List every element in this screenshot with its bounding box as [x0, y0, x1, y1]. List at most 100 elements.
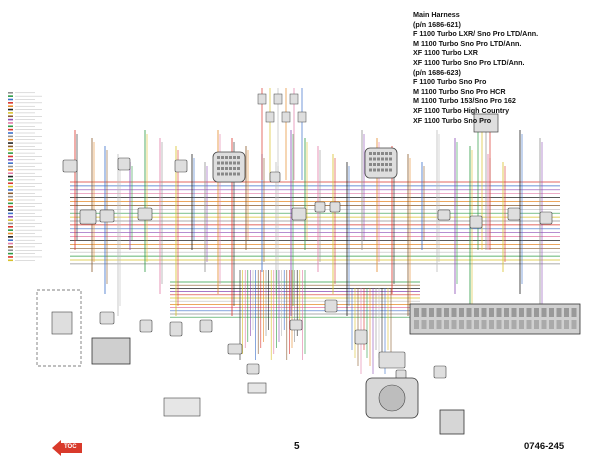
connector-group	[36, 93, 581, 435]
legend-swatch	[8, 98, 13, 101]
connector-pin	[373, 157, 376, 161]
legend-swatch	[8, 105, 13, 107]
small-connector	[227, 343, 243, 355]
connector-pin	[377, 168, 380, 172]
toc-button[interactable]: TOC	[52, 440, 82, 456]
small-connector	[324, 299, 338, 313]
connector-pin	[221, 167, 224, 170]
legend-swatch	[8, 152, 13, 154]
legend-swatch	[8, 112, 13, 114]
fuse-slot	[436, 308, 442, 317]
small-connector	[257, 93, 267, 105]
fuse-slot	[459, 320, 464, 329]
connector-pin	[229, 172, 232, 176]
label-box	[247, 382, 267, 394]
connector-pin	[389, 152, 392, 155]
small-connector	[139, 319, 153, 333]
small-connector	[314, 201, 326, 213]
fuse-slot	[429, 320, 434, 329]
small-connector	[137, 207, 153, 221]
fuse-slot	[504, 320, 509, 329]
model-line: (p/n 1686-623)	[413, 67, 461, 77]
fuse-slot	[519, 308, 524, 317]
connector-pin	[381, 157, 384, 161]
model-line: XF 1100 Turbo LXR	[413, 48, 478, 58]
small-connector	[273, 93, 283, 105]
connector-pin	[233, 156, 236, 159]
model-line: XF 1100 Turbo High Country	[413, 105, 510, 115]
wire-legend	[8, 92, 42, 262]
legend-swatch	[8, 155, 13, 158]
fuse-box-body	[409, 303, 581, 335]
connector-pin	[217, 167, 220, 170]
fuse-slot	[549, 320, 554, 329]
small-connector	[99, 209, 115, 223]
fuse-slot	[444, 308, 449, 317]
small-connector	[539, 211, 553, 225]
connector-pin	[229, 167, 232, 170]
connector-pin	[373, 163, 376, 166]
legend-swatch	[8, 242, 13, 245]
legend-swatch	[8, 212, 13, 215]
small-connector	[289, 93, 299, 105]
fuse-slot	[489, 320, 494, 329]
fuse-slot	[511, 320, 517, 329]
legend-swatch	[8, 165, 13, 168]
small-connector	[269, 171, 281, 183]
fuse-slot	[541, 308, 547, 317]
small-connector	[329, 201, 341, 213]
small-connector	[281, 111, 291, 123]
legend-swatch	[8, 179, 13, 181]
fuse-slot	[564, 308, 569, 317]
legend-swatch	[8, 219, 13, 221]
fuse-slot	[549, 308, 554, 317]
connector-pin	[237, 161, 240, 165]
connector-pin	[225, 172, 228, 176]
connector-pin	[229, 161, 232, 165]
model-line: XF 1100 Turbo Sno Pro LTD/Ann.	[413, 57, 525, 67]
fuse-slot	[519, 320, 524, 329]
fuse-slot	[489, 308, 494, 317]
meter-cluster	[365, 377, 419, 419]
battery	[439, 409, 465, 435]
small-connector	[62, 159, 78, 173]
connector-pin	[381, 152, 384, 155]
fuse-slot	[429, 308, 434, 317]
fuse-slot	[556, 308, 562, 317]
model-line: F 1100 Turbo Sno Pro	[413, 77, 487, 87]
legend-swatch	[8, 142, 13, 144]
connector-pin	[385, 152, 388, 155]
connector-pin	[381, 168, 384, 172]
legend-swatch	[8, 222, 13, 225]
legend-swatch	[8, 189, 13, 191]
connector-pin	[373, 152, 376, 155]
legend-swatch	[8, 128, 13, 131]
page-number: 5	[294, 441, 300, 452]
legend-swatch	[8, 195, 13, 198]
dashed-connector-box	[36, 289, 82, 367]
legend-swatch	[8, 95, 13, 97]
connector-pin	[381, 163, 384, 166]
connector-pin	[377, 152, 380, 155]
connector-pin	[389, 163, 392, 166]
toc-label: TOC	[64, 444, 77, 450]
small-connector	[51, 311, 73, 335]
connector-pin	[369, 163, 372, 166]
legend-swatch	[8, 229, 13, 231]
model-line: XF 1100 Turbo Sno Pro	[413, 115, 492, 125]
connector-pin	[221, 172, 224, 176]
small-connector	[79, 209, 97, 225]
legend-swatch	[8, 226, 13, 228]
fuse-slot	[459, 308, 464, 317]
legend-swatch	[8, 239, 13, 241]
fuse-slot	[474, 320, 479, 329]
connector-pin	[389, 168, 392, 172]
legend-swatch	[8, 192, 13, 195]
legend-swatch	[8, 108, 13, 111]
fuse-slot	[496, 320, 502, 329]
legend-swatch	[8, 162, 13, 164]
fuse-slot	[526, 308, 532, 317]
model-line: (p/n 1686-621)	[413, 19, 461, 29]
fuse-slot	[466, 308, 472, 317]
model-line: M 1100 Turbo Sno Pro LTD/Ann.	[413, 38, 522, 48]
